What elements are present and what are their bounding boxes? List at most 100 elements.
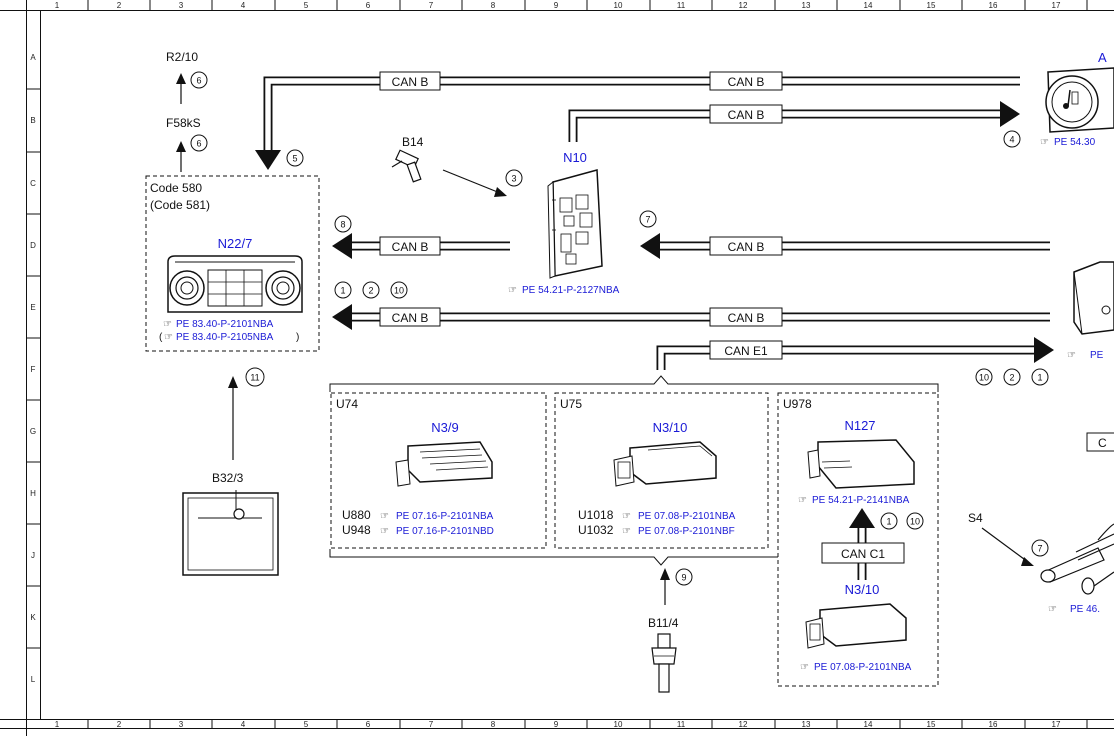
ref-icon: ☞ xyxy=(380,511,389,522)
powertrain-module-icon xyxy=(807,439,915,489)
ref-close-paren: ) xyxy=(296,332,299,343)
circle-b14: 3 xyxy=(511,174,516,184)
ref-n10-text: PE 54.21-P-2127NBA xyxy=(522,285,620,296)
instrument-cluster-icon xyxy=(1045,67,1114,133)
row-label-j: J xyxy=(31,551,35,560)
row-label-c: C xyxy=(30,179,36,188)
engine-ecu-icon xyxy=(613,441,717,487)
climate-control-panel-icon xyxy=(167,255,303,313)
u75-label: U75 xyxy=(560,397,582,411)
circle-r2-10: 6 xyxy=(196,76,201,86)
coolant-temp-sensor-icon xyxy=(651,633,677,693)
n3-10-label: N3/10 xyxy=(653,420,688,435)
a-partial-label: A xyxy=(1098,50,1107,65)
r2-10-group: R2/10 6 F58kS 6 5 xyxy=(166,50,304,172)
col-label-7: 7 xyxy=(429,1,434,10)
col-label-bottom-6: 6 xyxy=(366,720,371,729)
ref-n3-10b-text: PE 07.08-P-2101NBA xyxy=(814,662,912,673)
ref-n22-7-b-text: PE 83.40-P-2105NBA xyxy=(176,332,274,343)
ref-s4-text: PE 46. xyxy=(1070,604,1100,615)
b11-4-group: 9 B11/4 xyxy=(648,568,693,693)
col-label-bottom-3: 3 xyxy=(179,720,184,729)
circle-n127-2: 10 xyxy=(910,517,920,527)
col-label-11: 11 xyxy=(677,1,686,10)
ref-u1018-text: PE 07.08-P-2101NBA xyxy=(638,511,736,522)
can-b-label-2: CAN B xyxy=(728,75,765,89)
circle-s4: 7 xyxy=(1037,544,1042,554)
col-label-bottom-16: 16 xyxy=(989,720,998,729)
col-label-bottom-15: 15 xyxy=(927,720,936,729)
engine-ecu-icon xyxy=(395,441,493,487)
col-label-2: 2 xyxy=(117,1,122,10)
u74-label: U74 xyxy=(336,397,358,411)
col-label-bottom-4: 4 xyxy=(241,720,246,729)
row-label-f: F xyxy=(31,365,36,374)
col-label-bottom-7: 7 xyxy=(429,720,434,729)
ref-n127-text: PE 54.21-P-2141NBA xyxy=(812,495,910,506)
circle-n10-right: 7 xyxy=(645,215,650,225)
circle-e-row-2: 2 xyxy=(368,286,373,296)
ref-icon: ☞ xyxy=(1040,137,1049,148)
ref-icon: ☞ xyxy=(508,285,517,296)
code-580: Code 580 xyxy=(150,181,202,195)
instrument-cluster-group: A 4 ☞ PE 54.30 xyxy=(1003,50,1114,148)
circle-e1-2: 2 xyxy=(1009,373,1014,383)
ref-s4: ☞ PE 46. xyxy=(1048,604,1100,615)
ref-icon: ☞ xyxy=(1048,604,1057,615)
col-label-3: 3 xyxy=(179,1,184,10)
can-e1-label: CAN E1 xyxy=(724,344,768,358)
sam-module-icon xyxy=(547,169,603,279)
col-label-15: 15 xyxy=(927,1,936,10)
col-label-bottom-8: 8 xyxy=(491,720,496,729)
s4-label: S4 xyxy=(968,511,983,525)
ref-n22-7-b: ( ☞ PE 83.40-P-2105NBA ) xyxy=(159,332,299,343)
n10-label: N10 xyxy=(563,150,587,165)
ref-right: ☞ PE xyxy=(1067,350,1104,361)
circle-e1-1: 10 xyxy=(979,373,989,383)
col-label-bottom-11: 11 xyxy=(677,720,686,729)
ref-n22-7-a-text: PE 83.40-P-2101NBA xyxy=(176,319,274,330)
circle-f58ks: 6 xyxy=(196,139,201,149)
can-e1-circles: 10 2 1 xyxy=(975,368,1049,386)
c-partial-label: C xyxy=(1098,436,1107,450)
n22-7-label: N22/7 xyxy=(218,236,253,251)
col-label-17: 17 xyxy=(1052,1,1061,10)
code-u880: U880 xyxy=(342,508,371,522)
can-b-label-6: CAN B xyxy=(392,311,429,325)
can-c1-label: CAN C1 xyxy=(841,547,885,561)
col-label-16: 16 xyxy=(989,1,998,10)
ref-u1032-text: PE 07.08-P-2101NBF xyxy=(638,526,735,537)
ref-icon: ☞ xyxy=(622,511,631,522)
ref-icon: ☞ xyxy=(622,526,631,537)
b32-3-label: B32/3 xyxy=(212,471,244,485)
ref-u948-text: PE 07.16-P-2101NBD xyxy=(396,526,494,537)
n127-label: N127 xyxy=(844,418,875,433)
circle-e-row-3: 10 xyxy=(394,286,404,296)
row-label-k: K xyxy=(30,613,36,622)
n10-group: N10 ☞ PE 54.21-P-2127NBA 7 xyxy=(508,150,657,296)
circle-e-row-1: 1 xyxy=(340,286,345,296)
can-b-label-3: CAN B xyxy=(728,108,765,122)
row-label-h: H xyxy=(30,489,36,498)
ref-u880-text: PE 07.16-P-2101NBA xyxy=(396,511,494,522)
col-label-bottom-14: 14 xyxy=(864,720,873,729)
ref-icon: ☞ xyxy=(163,319,172,330)
col-label-bottom-17: 17 xyxy=(1052,720,1061,729)
u74-box: U74 N3/9 U880 ☞ PE 07.16-P-2101NBA U948 … xyxy=(330,392,547,549)
ref-icon: ☞ xyxy=(164,332,173,343)
row-label-l: L xyxy=(31,675,36,684)
row-label-d: D xyxy=(30,241,36,250)
ref-n10: ☞ PE 54.21-P-2127NBA xyxy=(508,285,620,296)
col-label-bottom-1: 1 xyxy=(55,720,60,729)
code-u948: U948 xyxy=(342,523,371,537)
col-label-bottom-12: 12 xyxy=(739,720,748,729)
circle-n22-left: 8 xyxy=(340,220,345,230)
can-b-label-4: CAN B xyxy=(392,240,429,254)
col-label-8: 8 xyxy=(491,1,496,10)
col-label-4: 4 xyxy=(241,1,246,10)
ecu-bracket xyxy=(329,375,939,566)
r2-10-label: R2/10 xyxy=(166,50,198,64)
ref-icon: ☞ xyxy=(798,495,807,506)
circle-cluster: 4 xyxy=(1009,135,1014,145)
